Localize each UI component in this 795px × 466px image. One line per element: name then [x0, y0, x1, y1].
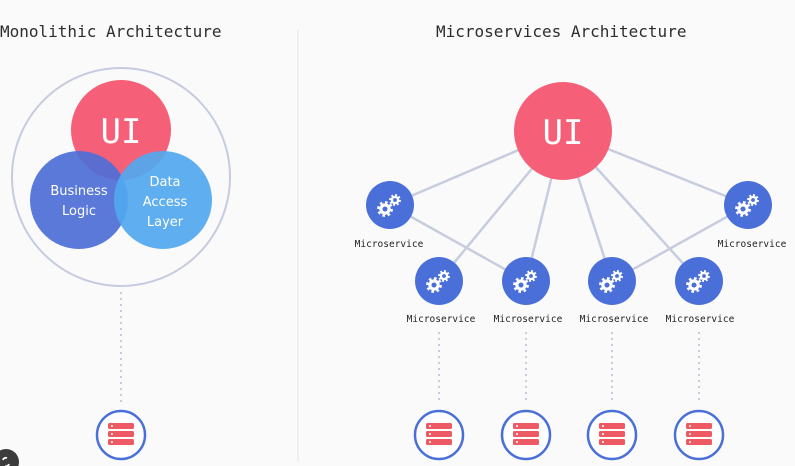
data-access-label-line1: Data	[149, 175, 180, 190]
database-icon	[586, 409, 638, 461]
business-label-line2: Logic	[62, 204, 96, 219]
monolith-boundary	[11, 67, 231, 287]
microservices-ui-label: UI	[543, 113, 584, 153]
business-label-line1: Business	[50, 184, 108, 199]
microservice-label: Microservice	[666, 314, 735, 325]
data-access-label-line2: Access	[143, 195, 188, 210]
microservice-label: Microservice	[718, 239, 787, 250]
business-logic-circle	[30, 151, 128, 249]
database-icon	[500, 409, 552, 461]
microservices-title: Microservices Architecture	[436, 22, 687, 41]
microservice-label: Microservice	[580, 314, 649, 325]
microservices-ui-circle	[514, 82, 612, 180]
db-connectors	[438, 332, 700, 402]
database-icon	[413, 409, 465, 461]
microservice-node	[502, 257, 550, 305]
microservice-node	[415, 257, 463, 305]
data-access-layer-circle	[114, 151, 212, 249]
microservice-node	[675, 257, 723, 305]
monolith-database-icon	[95, 409, 147, 461]
microservice-label: Microservice	[407, 314, 476, 325]
data-access-label-line3: Layer	[147, 215, 184, 230]
microservice-label: Microservice	[494, 314, 563, 325]
microservice-node	[588, 257, 636, 305]
microservice-label: Microservice	[355, 239, 424, 250]
database-icon	[673, 409, 725, 461]
monolith-ui-label: UI	[101, 112, 142, 152]
corner-link-icon[interactable]	[0, 449, 19, 466]
microservice-node	[366, 181, 414, 229]
microservice-node	[724, 181, 772, 229]
monolithic-title: Monolithic Architecture	[0, 22, 222, 41]
